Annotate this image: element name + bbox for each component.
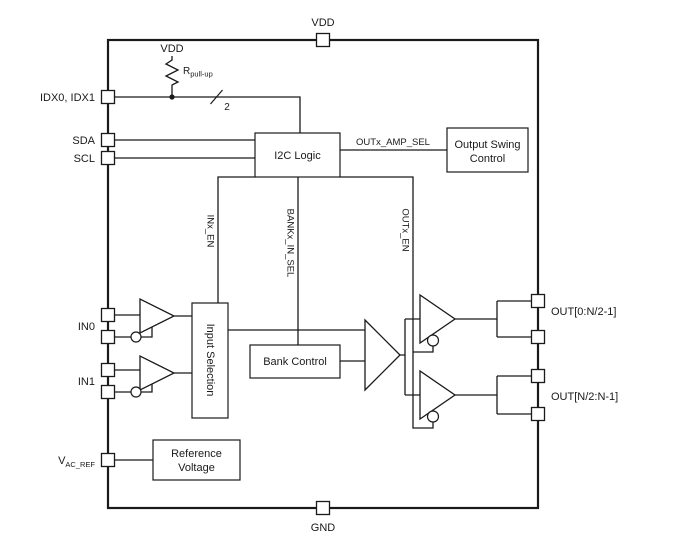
inversion-bubble-in1 [130, 386, 142, 398]
input-buffer-in0 [139, 297, 176, 335]
bus-width-slash [210, 89, 223, 105]
pin-label-vacref: VAC_REF [58, 455, 95, 469]
pin-label-gnd: GND [311, 522, 336, 534]
pin-label-vdd-top: VDD [311, 17, 334, 29]
wire-idx-to-i2c [115, 96, 301, 133]
mux-buffer [364, 318, 401, 392]
pin-scl [100, 150, 116, 166]
pin-label-out-upper: OUT[0:N/2-1] [551, 306, 616, 318]
wire-outx-en [340, 176, 434, 429]
chip-boundary [106, 38, 540, 510]
label-outx-en: OUTx_EN [400, 208, 411, 251]
wire-outx-en-branch [413, 346, 434, 353]
input-buffer-in1 [139, 354, 176, 392]
pin-idx [100, 89, 116, 105]
block-i2c-logic [254, 132, 341, 178]
pin-label-out-lower: OUT[N/2:N-1] [551, 391, 618, 403]
r-pullup-subscript: pull-up [190, 70, 213, 79]
label-r-pullup: Rpull-up [183, 66, 213, 79]
pullup-resistor [164, 56, 180, 97]
wire-outbuffer-upper-to-pins [455, 300, 532, 338]
wire-in0 [115, 314, 153, 338]
label-bus-width: 2 [224, 102, 230, 113]
label-inx-en: INx_EN [205, 215, 216, 248]
enable-bubble-upper [426, 334, 440, 347]
pin-gnd [315, 500, 331, 516]
label-output-swing-line2: Control [470, 153, 505, 165]
wire-inbuffers-to-inputsel [174, 315, 192, 374]
block-input-selection [191, 302, 229, 419]
label-outx-amp-sel: OUTx_AMP_SEL [356, 137, 430, 148]
pin-sda [100, 132, 116, 148]
junction-dot [169, 94, 175, 100]
label-vdd-internal: VDD [160, 43, 183, 55]
wire-mux-to-outbuffers [400, 318, 420, 396]
block-reference-voltage [152, 439, 241, 481]
label-reference-line2: Voltage [178, 462, 215, 474]
pin-out-lower-p [530, 368, 546, 384]
output-buffer-lower [419, 369, 457, 421]
pin-in1-n [100, 384, 116, 400]
pin-in1-p [100, 362, 116, 378]
pin-vdd-top [315, 32, 331, 48]
pin-vacref [100, 452, 116, 468]
output-buffer-upper [419, 293, 457, 345]
pin-label-scl: SCL [74, 153, 95, 165]
pin-label-in1: IN1 [78, 376, 95, 388]
pin-label-idx: IDX0, IDX1 [40, 92, 95, 104]
pin-in0-n [100, 329, 116, 345]
label-bankx-in-sel: BANKx_IN_SEL [285, 209, 296, 278]
pin-label-sda: SDA [72, 135, 95, 147]
block-bank-control [249, 344, 341, 379]
label-i2c-logic: I2C Logic [274, 150, 321, 162]
pin-in0-p [100, 307, 116, 323]
pin-out-upper-n [530, 329, 546, 345]
block-output-swing-control [446, 127, 529, 173]
r-pullup-base: R [183, 66, 190, 77]
inversion-bubble-in0 [130, 331, 142, 343]
pin-out-lower-n [530, 406, 546, 422]
label-reference-line1: Reference [171, 448, 222, 460]
pin-out-upper-p [530, 293, 546, 309]
label-input-selection: Input Selection [204, 324, 216, 397]
vacref-subscript: AC_REF [65, 460, 95, 469]
wire-outbuffer-lower-to-pins [455, 375, 532, 415]
wire-inx-en [217, 176, 255, 303]
label-output-swing-line1: Output Swing [454, 139, 520, 151]
vacref-base: V [58, 455, 66, 467]
wire-in1 [115, 369, 153, 393]
enable-bubble-lower [426, 410, 440, 423]
label-bank-control: Bank Control [263, 356, 327, 368]
pin-label-in0: IN0 [78, 321, 95, 333]
